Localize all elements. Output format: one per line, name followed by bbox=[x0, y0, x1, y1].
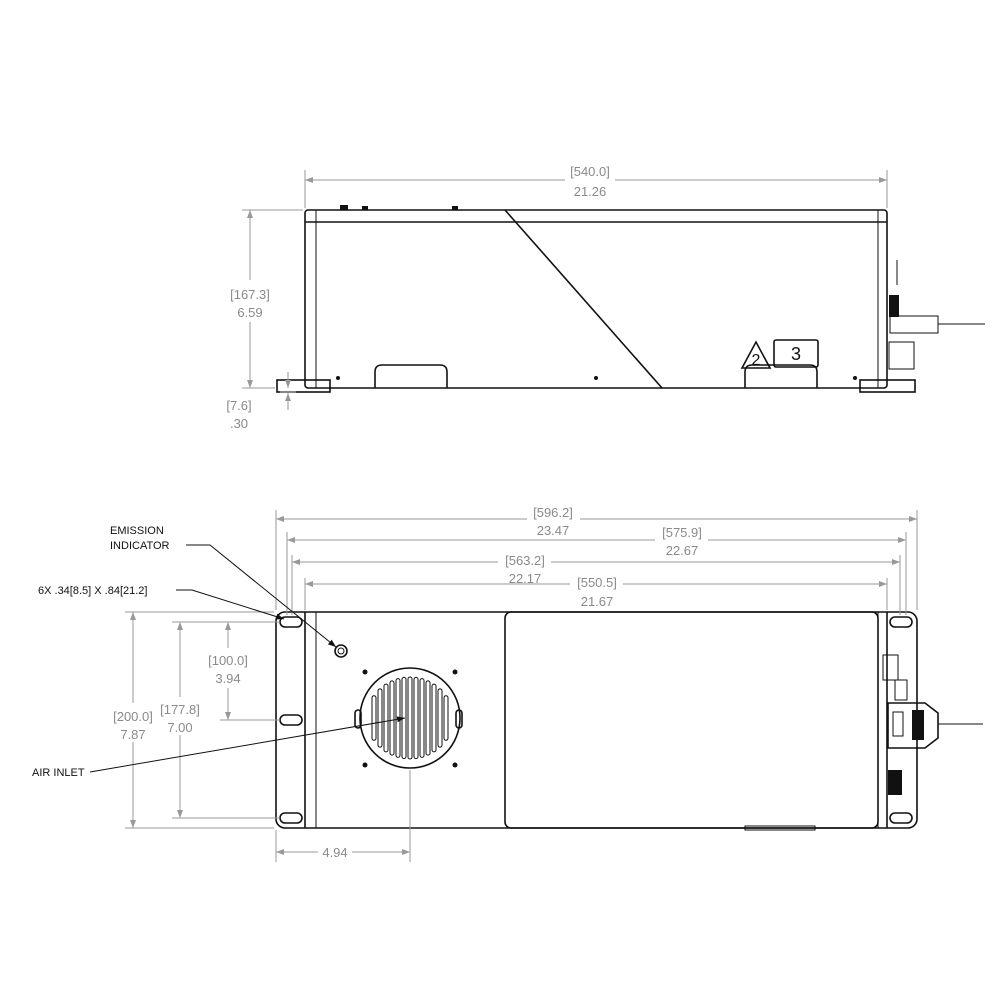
depth-mm: [200.0] bbox=[113, 709, 153, 724]
foot-in: .30 bbox=[230, 416, 248, 431]
height-mm: [167.3] bbox=[230, 287, 270, 302]
slot-pitch-mm: [177.8] bbox=[160, 702, 200, 717]
note-box bbox=[773, 339, 819, 368]
rear-connectors bbox=[888, 260, 985, 370]
mid-slot-in: 3.94 bbox=[215, 671, 240, 686]
grille-slot bbox=[377, 688, 383, 748]
note-box-label: 3 bbox=[791, 344, 801, 364]
grille-slot bbox=[443, 695, 449, 741]
width-dimensions bbox=[275, 510, 918, 615]
width-in: 21.26 bbox=[574, 184, 607, 199]
mid-slot-mm: [100.0] bbox=[208, 653, 248, 668]
grille-slot bbox=[437, 688, 443, 748]
air-inlet-leader bbox=[89, 716, 406, 773]
grille-slot bbox=[407, 676, 413, 760]
emission-indicator bbox=[334, 644, 348, 658]
slot-span-in: 22.67 bbox=[666, 543, 699, 558]
side-view: 2 3 [540.0] 21.26 [167.3] 6.59 [7.6] .30 bbox=[226, 164, 985, 431]
bump-left bbox=[374, 364, 448, 388]
overall-mm: [596.2] bbox=[533, 505, 573, 520]
emission-leader bbox=[186, 544, 337, 648]
emission-label-2: INDICATOR bbox=[110, 540, 170, 552]
grille-slot bbox=[431, 683, 437, 753]
panel-seam bbox=[504, 209, 663, 389]
right-foot bbox=[859, 379, 916, 393]
top-panel bbox=[504, 611, 879, 829]
body-mm: [550.5] bbox=[577, 575, 617, 590]
slot-center-in: 22.17 bbox=[509, 571, 542, 586]
air-inlet-grille bbox=[354, 667, 463, 769]
note-triangle bbox=[740, 340, 772, 369]
grille-slot bbox=[371, 695, 377, 741]
rear-connector-assembly bbox=[882, 654, 983, 795]
body-in: 21.67 bbox=[581, 594, 614, 609]
grille-slot bbox=[413, 676, 419, 760]
top-view: [596.2] 23.47 [575.9] 22.67 [563.2] 22.1… bbox=[32, 505, 983, 862]
note-triangle-label: 2 bbox=[752, 352, 761, 369]
slots-leader bbox=[176, 589, 285, 620]
enclosure-outline bbox=[304, 209, 888, 389]
height-in: 6.59 bbox=[237, 305, 262, 320]
depth-dimensions bbox=[125, 611, 411, 862]
slot-center-mm: [563.2] bbox=[505, 553, 545, 568]
slot-pitch-in: 7.00 bbox=[167, 720, 192, 735]
grille-slot bbox=[395, 678, 401, 758]
overall-in: 23.47 bbox=[537, 523, 570, 538]
left-foot bbox=[276, 379, 331, 393]
mounting-slots bbox=[279, 616, 913, 824]
grille-slot bbox=[383, 683, 389, 753]
air-inlet-label: AIR INLET bbox=[32, 767, 85, 779]
width-mm: [540.0] bbox=[570, 164, 610, 179]
fan-offset-in: 4.94 bbox=[322, 845, 347, 860]
slots-label: 6X .34[8.5] X .84[21.2] bbox=[38, 585, 147, 597]
bump-right bbox=[744, 364, 818, 388]
grille-slot bbox=[389, 680, 395, 756]
depth-in: 7.87 bbox=[120, 727, 145, 742]
grille-slot bbox=[419, 678, 425, 758]
emission-label-1: EMISSION bbox=[110, 525, 164, 537]
grille-slot bbox=[425, 680, 431, 756]
foot-mm: [7.6] bbox=[226, 398, 251, 413]
slot-span-mm: [575.9] bbox=[662, 525, 702, 540]
